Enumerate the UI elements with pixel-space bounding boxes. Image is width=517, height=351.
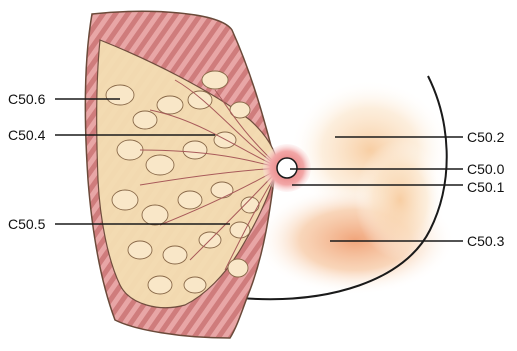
nipple — [277, 158, 297, 178]
label-c50-1: C50.1 — [467, 179, 504, 195]
label-c50-5: C50.5 — [8, 216, 45, 232]
outer-quadrant-shading — [355, 140, 445, 260]
breast-cross-section — [85, 11, 280, 338]
label-c50-0: C50.0 — [467, 161, 504, 177]
label-c50-4: C50.4 — [8, 127, 45, 143]
label-c50-3: C50.3 — [467, 233, 504, 249]
label-c50-2: C50.2 — [467, 129, 504, 145]
label-c50-6: C50.6 — [8, 91, 45, 107]
